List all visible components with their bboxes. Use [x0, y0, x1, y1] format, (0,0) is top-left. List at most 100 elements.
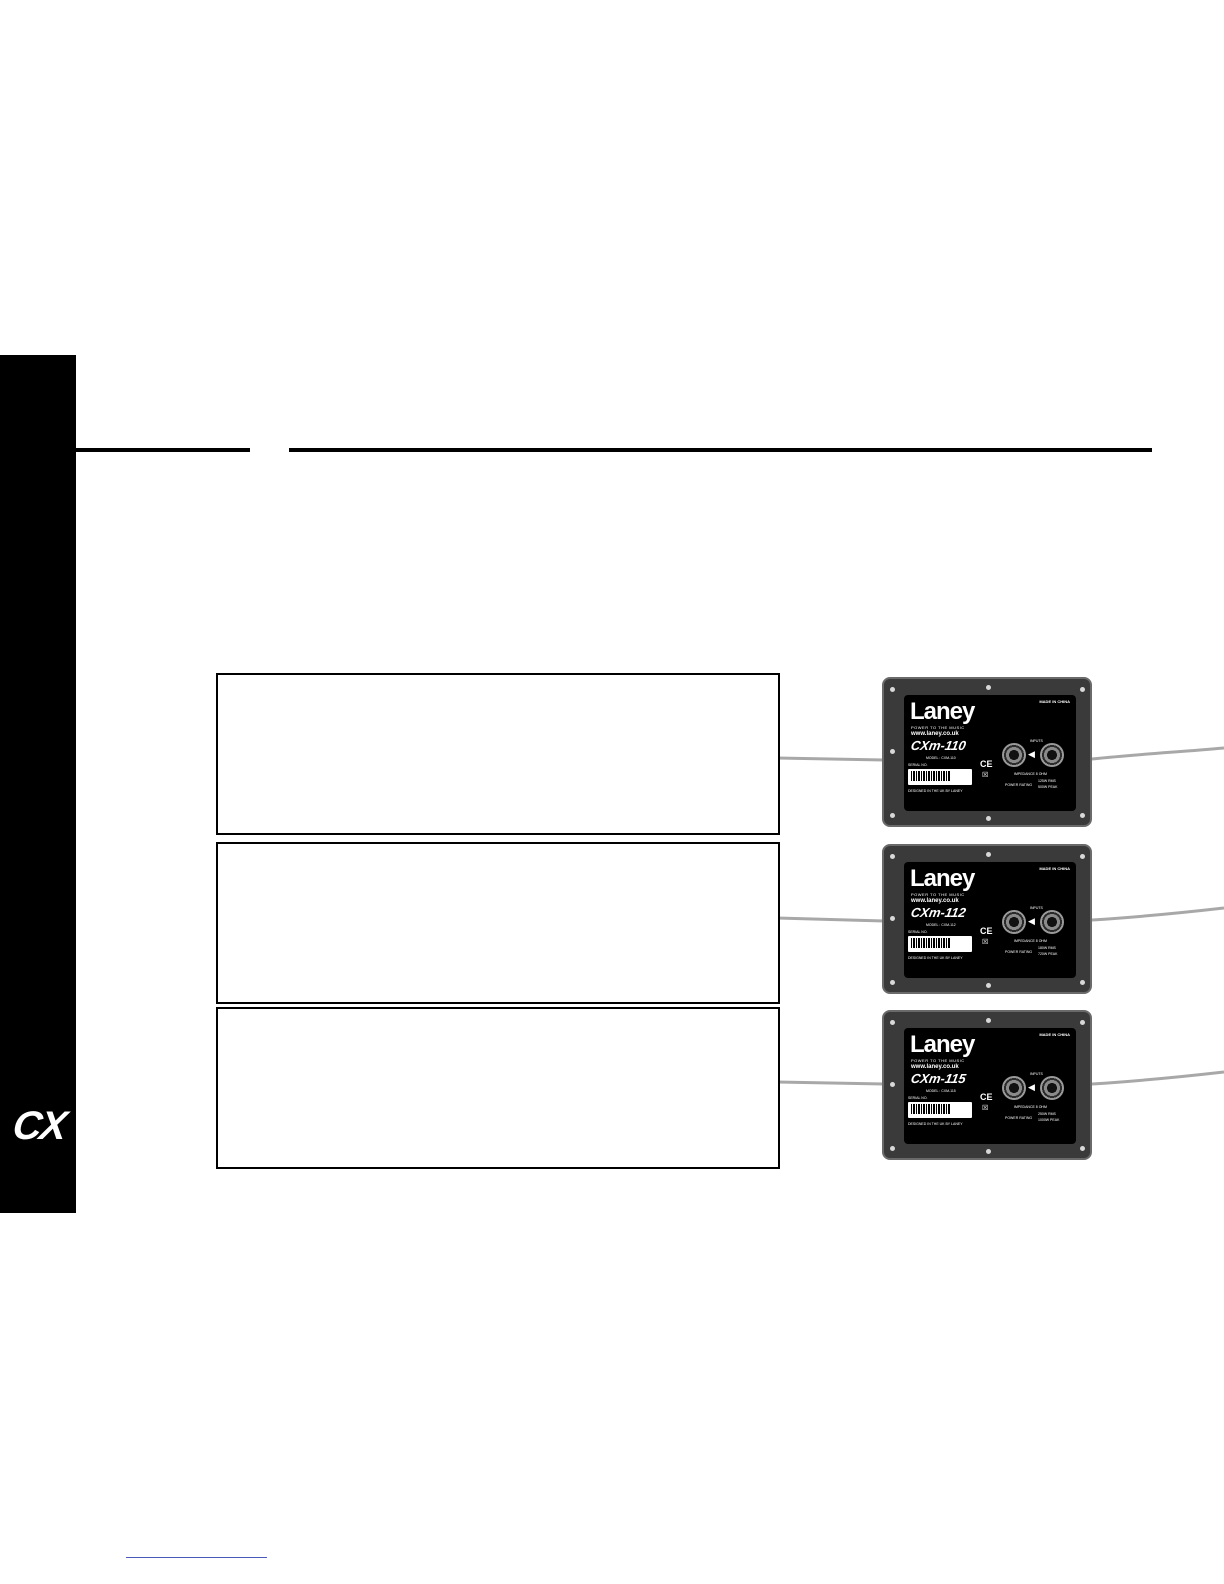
input-arrow-icon: ◀	[1028, 749, 1035, 759]
serial-sticker	[908, 936, 972, 952]
power-rating-label: POWER RATING	[1005, 1116, 1033, 1120]
serial-sticker	[908, 769, 972, 785]
jack-socket-icon	[1040, 743, 1064, 767]
screw-icon	[1080, 687, 1085, 692]
screw-icon	[986, 816, 991, 821]
weee-bin-icon: ☒	[982, 772, 989, 779]
power-rating-label: POWER RATING	[1005, 950, 1033, 954]
connector-panel-cxm-110: Laney POWER TO THE MUSIC www.laney.co.uk…	[882, 677, 1092, 827]
jack-socket-icon	[1002, 743, 1026, 767]
designed-label: DESIGNED IN THE UK BY LANEY	[908, 956, 963, 960]
rms-rating: 180W RMS	[1038, 946, 1056, 950]
text-box-2	[216, 842, 780, 1004]
footer-link-underline[interactable]	[126, 1557, 267, 1558]
brand-url: www.laney.co.uk	[911, 731, 959, 737]
brand-logo: Laney	[910, 1031, 975, 1058]
ce-mark: CE	[980, 759, 993, 769]
inputs-label: INPUTS	[1030, 1072, 1043, 1076]
heading-rule-left	[76, 448, 250, 452]
connector-panel-cxm-115: Laney POWER TO THE MUSIC www.laney.co.uk…	[882, 1010, 1092, 1160]
screw-icon	[1080, 1020, 1085, 1025]
screw-icon	[1080, 813, 1085, 818]
brand-logo: Laney	[910, 698, 975, 725]
jack-socket-icon	[1040, 1076, 1064, 1100]
ce-mark: CE	[980, 1092, 993, 1102]
screw-icon	[986, 1018, 991, 1023]
screw-icon	[986, 1149, 991, 1154]
heading-rule-right	[289, 448, 1152, 452]
screw-icon	[986, 685, 991, 690]
serial-sticker	[908, 1102, 972, 1118]
rms-rating: 250W RMS	[1038, 1112, 1056, 1116]
brand-url: www.laney.co.uk	[911, 898, 959, 904]
brand-logo: Laney	[910, 865, 975, 892]
text-box-1	[216, 673, 780, 835]
inputs-label: INPUTS	[1030, 739, 1043, 743]
screw-icon	[890, 1020, 895, 1025]
screw-icon	[1080, 980, 1085, 985]
model-line: MODEL : CXM-112	[926, 923, 956, 927]
screw-icon	[890, 749, 895, 754]
connector-line-left-2	[776, 916, 885, 923]
jack-socket-icon	[1040, 910, 1064, 934]
made-in-label: MADE IN CHINA	[1039, 1032, 1070, 1037]
screw-icon	[986, 983, 991, 988]
jack-socket-icon	[1002, 1076, 1026, 1100]
input-arrow-icon: ◀	[1028, 916, 1035, 926]
serial-label: SERIAL NO.	[908, 763, 928, 767]
label-plate: Laney POWER TO THE MUSIC www.laney.co.uk…	[904, 695, 1076, 811]
impedance-label: IMPEDANCE 8 OHM	[1014, 772, 1047, 776]
input-arrow-icon: ◀	[1028, 1082, 1035, 1092]
model-name: CXm-110	[909, 738, 968, 753]
side-tab	[0, 355, 76, 1213]
screw-icon	[890, 1146, 895, 1151]
screw-icon	[986, 852, 991, 857]
brand-tagline: POWER TO THE MUSIC	[911, 725, 965, 730]
screw-icon	[1080, 854, 1085, 859]
made-in-label: MADE IN CHINA	[1039, 866, 1070, 871]
model-line: MODEL : CXM-110	[926, 756, 956, 760]
peak-rating: 500W PEAK	[1038, 785, 1058, 789]
inputs-label: INPUTS	[1030, 906, 1043, 910]
screw-icon	[890, 813, 895, 818]
designed-label: DESIGNED IN THE UK BY LANEY	[908, 789, 963, 793]
serial-label: SERIAL NO.	[908, 930, 928, 934]
brand-tagline: POWER TO THE MUSIC	[911, 1058, 965, 1063]
model-name: CXm-112	[909, 905, 968, 920]
barcode	[911, 771, 951, 781]
peak-rating: 1000W PEAK	[1038, 1118, 1060, 1122]
barcode	[911, 1104, 951, 1114]
label-plate: Laney POWER TO THE MUSIC www.laney.co.uk…	[904, 862, 1076, 978]
power-rating-label: POWER RATING	[1005, 783, 1033, 787]
label-plate: Laney POWER TO THE MUSIC www.laney.co.uk…	[904, 1028, 1076, 1144]
ce-mark: CE	[980, 926, 993, 936]
brand-url: www.laney.co.uk	[911, 1064, 959, 1070]
screw-icon	[890, 854, 895, 859]
connector-line-right-3	[1091, 1070, 1224, 1086]
connector-panel-cxm-112: Laney POWER TO THE MUSIC www.laney.co.uk…	[882, 844, 1092, 994]
connector-line-left-1	[776, 756, 885, 762]
rms-rating: 125W RMS	[1038, 779, 1056, 783]
screw-icon	[890, 1082, 895, 1087]
weee-bin-icon: ☒	[982, 939, 989, 946]
screw-icon	[890, 916, 895, 921]
model-name: CXm-115	[909, 1071, 968, 1086]
screw-icon	[890, 687, 895, 692]
connector-line-right-1	[1091, 746, 1224, 761]
impedance-label: IMPEDANCE 8 OHM	[1014, 1105, 1047, 1109]
brand-tagline: POWER TO THE MUSIC	[911, 892, 965, 897]
weee-bin-icon: ☒	[982, 1105, 989, 1112]
text-box-3	[216, 1007, 780, 1169]
jack-socket-icon	[1002, 910, 1026, 934]
barcode	[911, 938, 951, 948]
made-in-label: MADE IN CHINA	[1039, 699, 1070, 704]
connector-line-right-2	[1091, 906, 1224, 922]
connector-line-left-3	[776, 1080, 885, 1086]
serial-label: SERIAL NO.	[908, 1096, 928, 1100]
screw-icon	[1080, 1146, 1085, 1151]
screw-icon	[890, 980, 895, 985]
impedance-label: IMPEDANCE 8 OHM	[1014, 939, 1047, 943]
model-line: MODEL : CXM-115	[926, 1089, 956, 1093]
peak-rating: 720W PEAK	[1038, 952, 1058, 956]
